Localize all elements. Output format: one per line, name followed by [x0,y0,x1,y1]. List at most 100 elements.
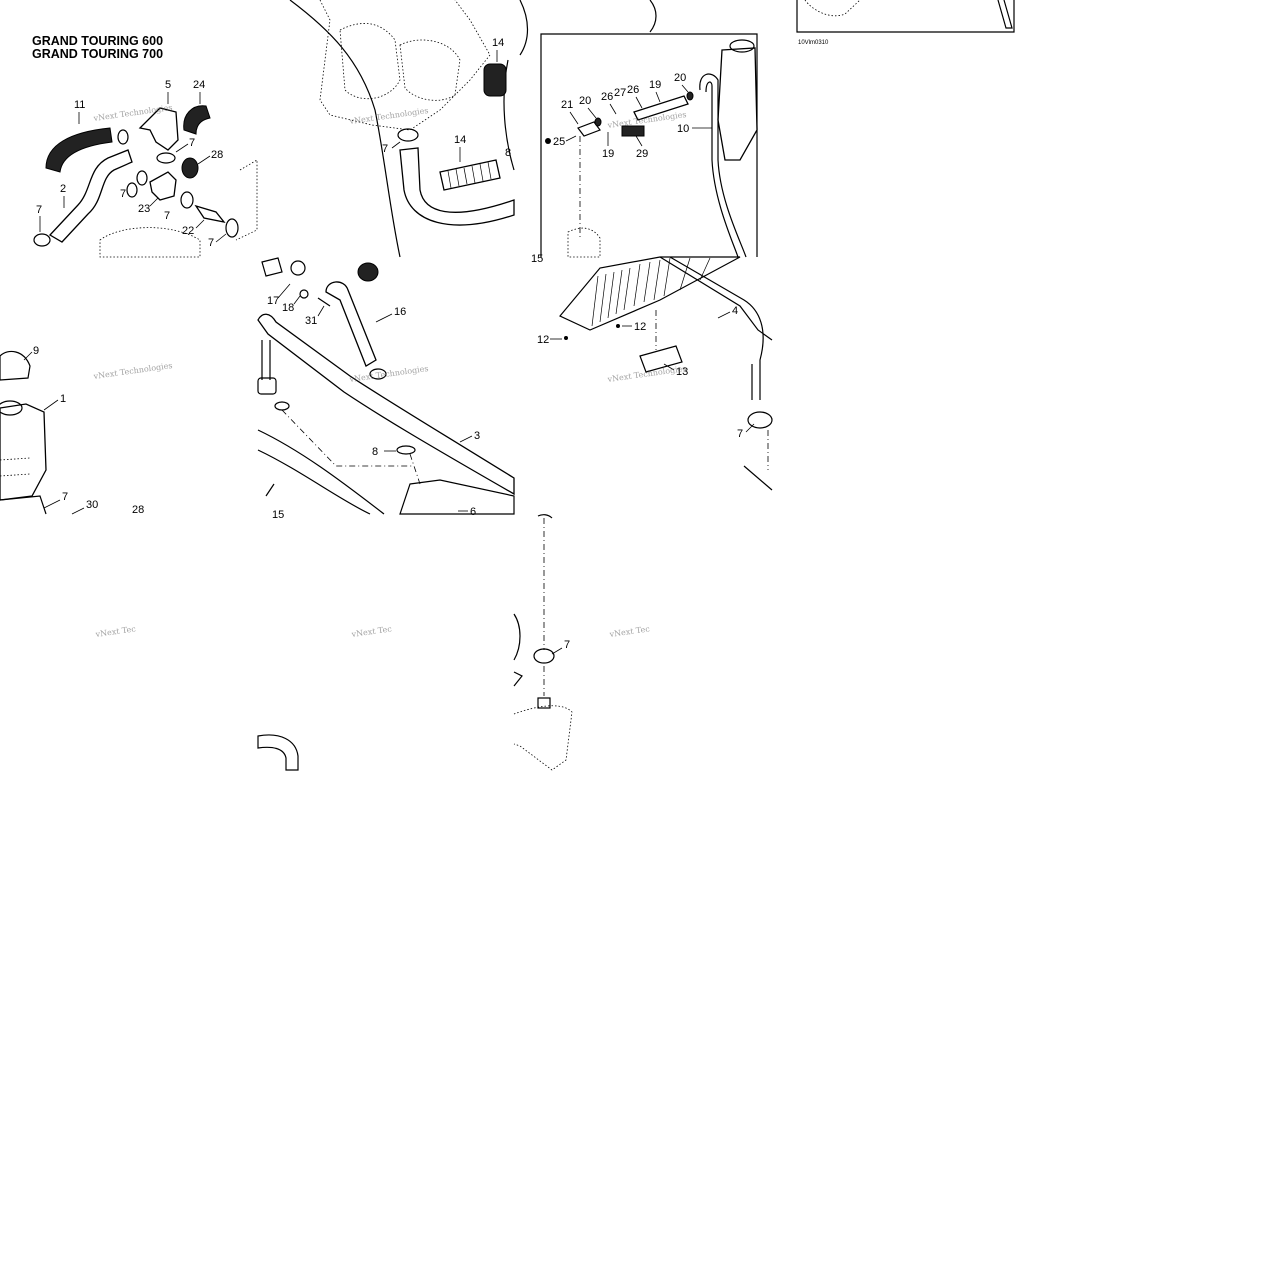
tile-hoses-fittings: 11 5 24 7 28 2 7 7 23 7 22 7 vNext Techn… [33,79,258,258]
callout-24: 24 [193,79,205,91]
screw-12b [616,324,620,328]
frame-curve-2 [649,0,657,33]
corner-frame [796,0,1015,33]
tank-bottom [513,705,573,771]
clamp-7-a [136,170,148,186]
callout-7b: 7 [120,188,126,200]
elbow-5 [138,107,179,151]
callout-12b: 12 [634,321,646,333]
heat-exchanger [559,256,741,331]
callout-10: 10 [677,123,689,135]
pipe-left-drop [261,340,271,380]
clamp-20a [594,117,602,127]
watermark-2: vNext Technologies [348,106,429,126]
callout-2: 2 [60,183,66,195]
title-line-1: GRAND TOURING 600 [32,34,163,48]
clamp-7-left [117,129,129,145]
exchanger-fins [591,257,711,327]
clamp-20b [686,91,694,101]
callout-28a: 28 [211,149,223,161]
engine-lower [99,227,201,258]
hose-14a [483,63,507,97]
callout-20b: 20 [674,72,686,84]
clamp-7-d [225,218,239,238]
tube-19 [633,95,689,121]
callout-22: 22 [182,225,194,237]
pin-15 [265,483,275,497]
callout-14a: 14 [492,37,504,49]
watermark-5: vNext Technologies [348,364,429,384]
hose-16 [325,281,377,367]
tile-corner: 10Vlm0310 [796,0,1015,46]
callout-9: 9 [33,345,39,357]
callout-6: 6 [470,506,476,518]
callout-7a: 7 [189,137,195,149]
cap-9 [0,350,31,381]
bracket-17 [261,257,283,277]
pump-housing [567,227,601,258]
pad-13 [639,345,683,373]
radiator-6 [399,479,515,515]
callout-14b: 14 [454,134,466,146]
hose-bottom [257,734,299,771]
nipple-bottom [537,697,551,709]
bolt-31 [317,297,331,307]
hose-29 [621,125,645,137]
tee-23 [149,171,177,201]
watermark-7: vNext Tec [94,624,137,639]
callout-31: 31 [305,315,317,327]
callout-27: 27 [614,87,626,99]
oring-left [274,401,290,411]
reservoir-cap [729,39,755,53]
callout-19a: 19 [649,79,661,91]
watermark-9: vNext Tec [608,624,651,639]
hose-22 [194,204,226,223]
callout-25: 25 [553,136,565,148]
hose-24 [183,105,211,135]
hose-16-end [369,368,387,380]
pipe-4-bend [669,256,764,400]
callout-1: 1 [60,393,66,405]
callout-29: 29 [636,148,648,160]
tile-heat-exchanger: 12 12 13 4 7 vNext Technologies [537,256,773,491]
frame-curve [519,0,529,56]
bottom-frame-edge [513,613,523,687]
callout-26b: 26 [627,84,639,96]
callout-13: 13 [676,366,688,378]
callout-7c: 7 [36,204,42,216]
reservoir-lines [0,457,31,477]
callout-7f: 7 [382,143,388,155]
tile-coolant-reservoir: 9 1 7 30 28 vNext Technologies [0,345,173,516]
callout-30: 30 [86,499,98,511]
engine-block [319,0,491,131]
tube-10-inner [705,81,739,258]
watermark-4: vNext Technologies [92,361,173,381]
frame-rail [257,429,385,515]
callout-8b: 8 [372,446,378,458]
hose-2 [48,149,133,243]
tile-bottom-row: vNext Tec vNext Tec vNext Tec 7 [94,514,651,771]
reservoir-1 [0,403,47,501]
corner-rod [997,0,1013,29]
pipe-4 [659,256,773,341]
reservoir-neck [0,400,23,416]
callout-17: 17 [267,295,279,307]
callout-11: 11 [74,99,85,111]
fitting-21 [577,121,601,137]
callout-7h: 7 [62,491,68,503]
washer-18 [299,289,309,299]
pipe-3 [257,313,515,496]
callout-7i: 7 [564,639,570,651]
callout-3: 3 [474,430,480,442]
fitting-left [257,377,277,395]
clamp-7-engine [397,128,419,142]
frame-right [743,465,773,491]
engine-carb [399,39,461,101]
callout-7e: 7 [208,237,214,249]
clamp-18 [290,260,306,276]
callout-5: 5 [165,79,171,91]
callout-15b: 15 [272,509,284,521]
callout-26a: 26 [601,91,613,103]
hose-14b [439,159,501,191]
callout-19b: 19 [602,148,614,160]
